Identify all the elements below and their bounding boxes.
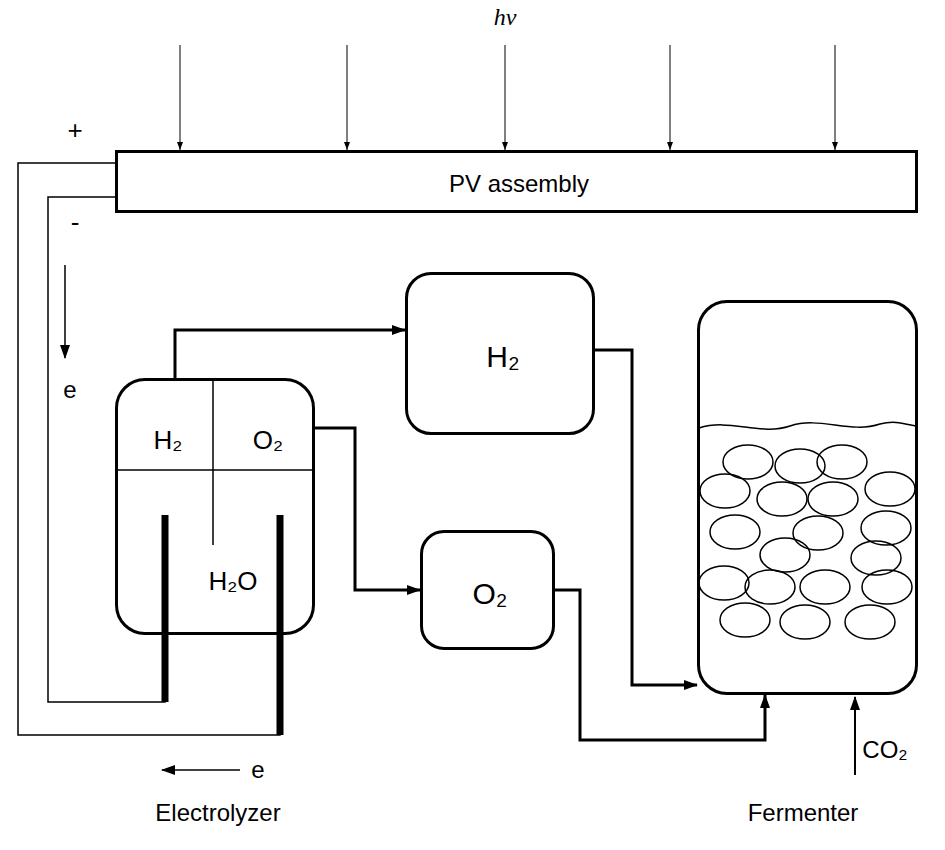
wire xyxy=(48,197,165,702)
oxygen-tank: O₂ xyxy=(420,530,555,650)
terminal-sign: + xyxy=(67,116,82,145)
pv-assembly: PV assembly xyxy=(115,150,918,213)
electron-label: e xyxy=(251,757,264,783)
electron-arrows xyxy=(65,265,240,770)
co2-inlet xyxy=(854,697,856,775)
node-text: H₂ xyxy=(486,340,519,373)
node-text: Electrolyzer xyxy=(155,800,280,826)
gas-label: CO₂ xyxy=(862,737,907,763)
wire xyxy=(18,163,280,735)
flow-arrow xyxy=(315,428,420,590)
node-text: PV assembly xyxy=(449,171,589,197)
flow-arrow xyxy=(555,590,765,740)
light-rays xyxy=(180,45,835,150)
electrolyzer-internals xyxy=(115,378,315,735)
node-text: O₂ xyxy=(253,426,283,455)
node-text: H₂O xyxy=(208,567,257,596)
fermenter-contents xyxy=(699,422,916,639)
electrolyzer: H₂O₂H₂OElectrolyzer xyxy=(115,378,315,635)
flow-arrow xyxy=(595,350,697,685)
node-text: Fermenter xyxy=(748,800,859,826)
node-text: O₂ xyxy=(473,577,508,610)
fermenter: Fermenter xyxy=(697,300,918,695)
node-text: H₂ xyxy=(154,426,183,455)
photon-label: hv xyxy=(494,4,517,30)
flow-arrow xyxy=(175,330,405,378)
electron-label: e xyxy=(63,377,76,403)
terminal-sign: - xyxy=(71,208,80,237)
hydrogen-tank: H₂ xyxy=(405,272,595,435)
